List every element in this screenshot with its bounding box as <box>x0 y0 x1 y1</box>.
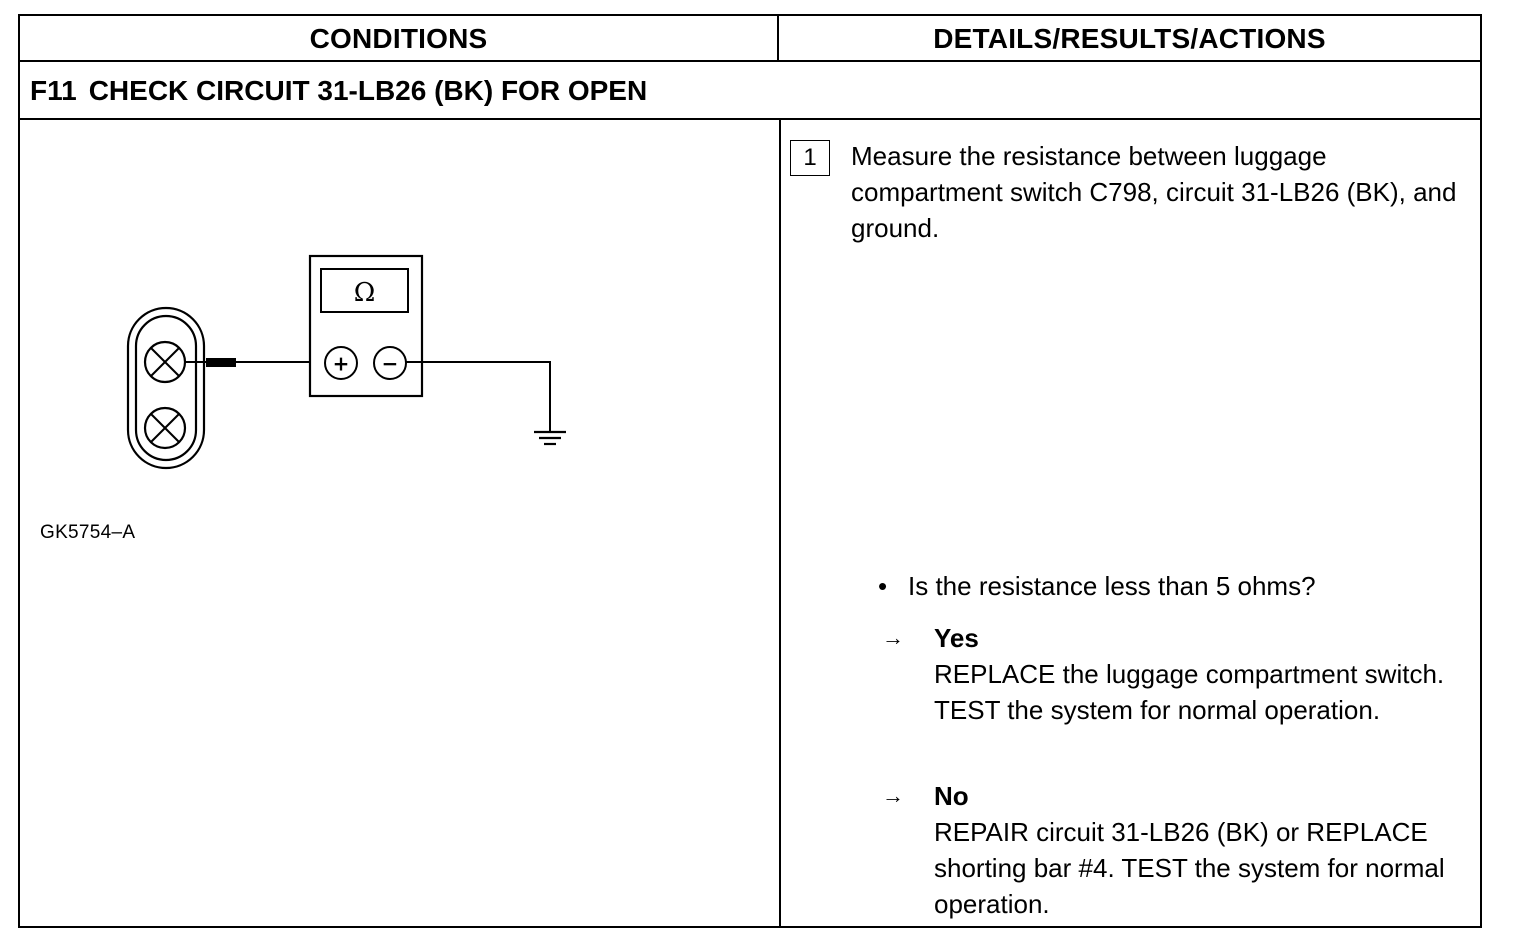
title-divider <box>20 118 1480 120</box>
step-title: F11 CHECK CIRCUIT 31-LB26 (BK) FOR OPEN <box>30 62 647 120</box>
step-title-text: CHECK CIRCUIT 31-LB26 (BK) FOR OPEN <box>88 75 648 106</box>
arrow-right-icon: → <box>882 625 904 650</box>
connector-pin-1-icon <box>143 340 187 384</box>
connector-pin-2-icon <box>143 406 187 450</box>
header-divider <box>20 60 1480 62</box>
answer-yes: → Yes REPLACE the luggage compartment sw… <box>882 620 1462 770</box>
ohmmeter-test-diagram: Ω + − <box>126 254 566 470</box>
ohmmeter-icon: Ω + − <box>308 254 424 398</box>
answer-no: → No REPAIR circuit 31-LB26 (BK) or REPL… <box>882 778 1462 928</box>
ohm-symbol: Ω <box>354 278 376 308</box>
step-code: F11 <box>30 75 77 106</box>
answer-no-label: No <box>934 781 969 811</box>
answer-no-text: REPAIR circuit 31-LB26 (BK) or REPLACE s… <box>934 817 1445 919</box>
arrow-right-icon: → <box>882 783 904 808</box>
figure-id: GK5754–A <box>40 522 136 543</box>
procedure-table: CONDITIONS DETAILS/RESULTS/ACTIONS F11 CH… <box>18 14 1482 928</box>
header-column-divider <box>777 16 779 60</box>
negative-lead <box>406 361 551 432</box>
answer-yes-label: Yes <box>934 623 979 653</box>
details-header: DETAILS/RESULTS/ACTIONS <box>933 23 1326 54</box>
step-number-box: 1 <box>790 140 830 176</box>
ground-icon <box>534 430 566 446</box>
body-column-divider <box>779 118 781 926</box>
conditions-header: CONDITIONS <box>309 23 488 54</box>
question-bullet: • <box>878 571 888 601</box>
question-text: Is the resistance less than 5 ohms? <box>908 571 1316 601</box>
instruction-text: Measure the resistance between luggage c… <box>851 141 1457 243</box>
positive-terminal-symbol: + <box>333 352 350 376</box>
answer-yes-text: REPLACE the luggage compartment switch. … <box>934 659 1445 725</box>
test-probe-icon <box>206 358 236 367</box>
question: • Is the resistance less than 5 ohms? <box>878 568 1316 604</box>
negative-terminal-symbol: − <box>382 352 399 376</box>
connector-c798 <box>126 306 206 470</box>
